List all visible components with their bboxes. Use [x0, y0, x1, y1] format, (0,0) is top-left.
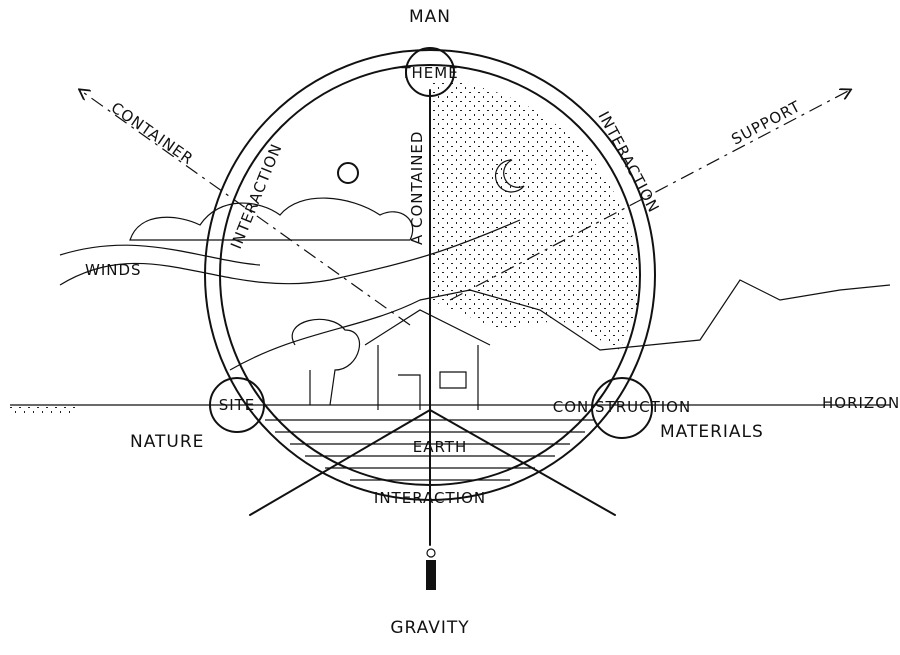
winds-label: WINDS	[85, 261, 142, 279]
support-label: SUPPORT	[728, 97, 803, 149]
horizon-label: HORIZON	[822, 394, 900, 412]
contained-label: A CONTAINED	[408, 131, 426, 245]
mountains	[229, 279, 891, 371]
support-axis	[449, 90, 850, 301]
site-label: SITE	[219, 396, 256, 414]
earth-hatching	[265, 419, 595, 481]
nature-label: NATURE	[130, 432, 204, 452]
container-axis	[80, 90, 411, 326]
gravity-ring-icon	[426, 548, 436, 558]
winds-curve	[59, 219, 521, 286]
clouds	[129, 197, 414, 241]
moon-icon	[494, 159, 525, 193]
container-label: CONTAINER	[108, 99, 197, 169]
construction-node	[591, 377, 653, 439]
materials-label: MATERIALS	[660, 422, 764, 442]
gravity-label: GRAVITY	[390, 618, 469, 638]
earth-label: EARTH	[413, 438, 468, 456]
house	[364, 309, 491, 410]
earth-axis-left	[249, 409, 431, 516]
gravity-weight-icon	[426, 560, 436, 590]
man-label: MAN	[409, 7, 451, 27]
night-sky-stipple	[430, 80, 641, 350]
tree	[291, 318, 361, 406]
interaction-bottom-label: INTERACTION	[374, 489, 486, 507]
wind-line	[59, 244, 261, 266]
theme-label: THEME	[400, 64, 458, 82]
sun-icon	[337, 162, 359, 184]
construction-label: CON STRUCTION	[553, 398, 691, 416]
sand-stipple	[8, 405, 78, 415]
earth-axis-right	[429, 409, 616, 516]
